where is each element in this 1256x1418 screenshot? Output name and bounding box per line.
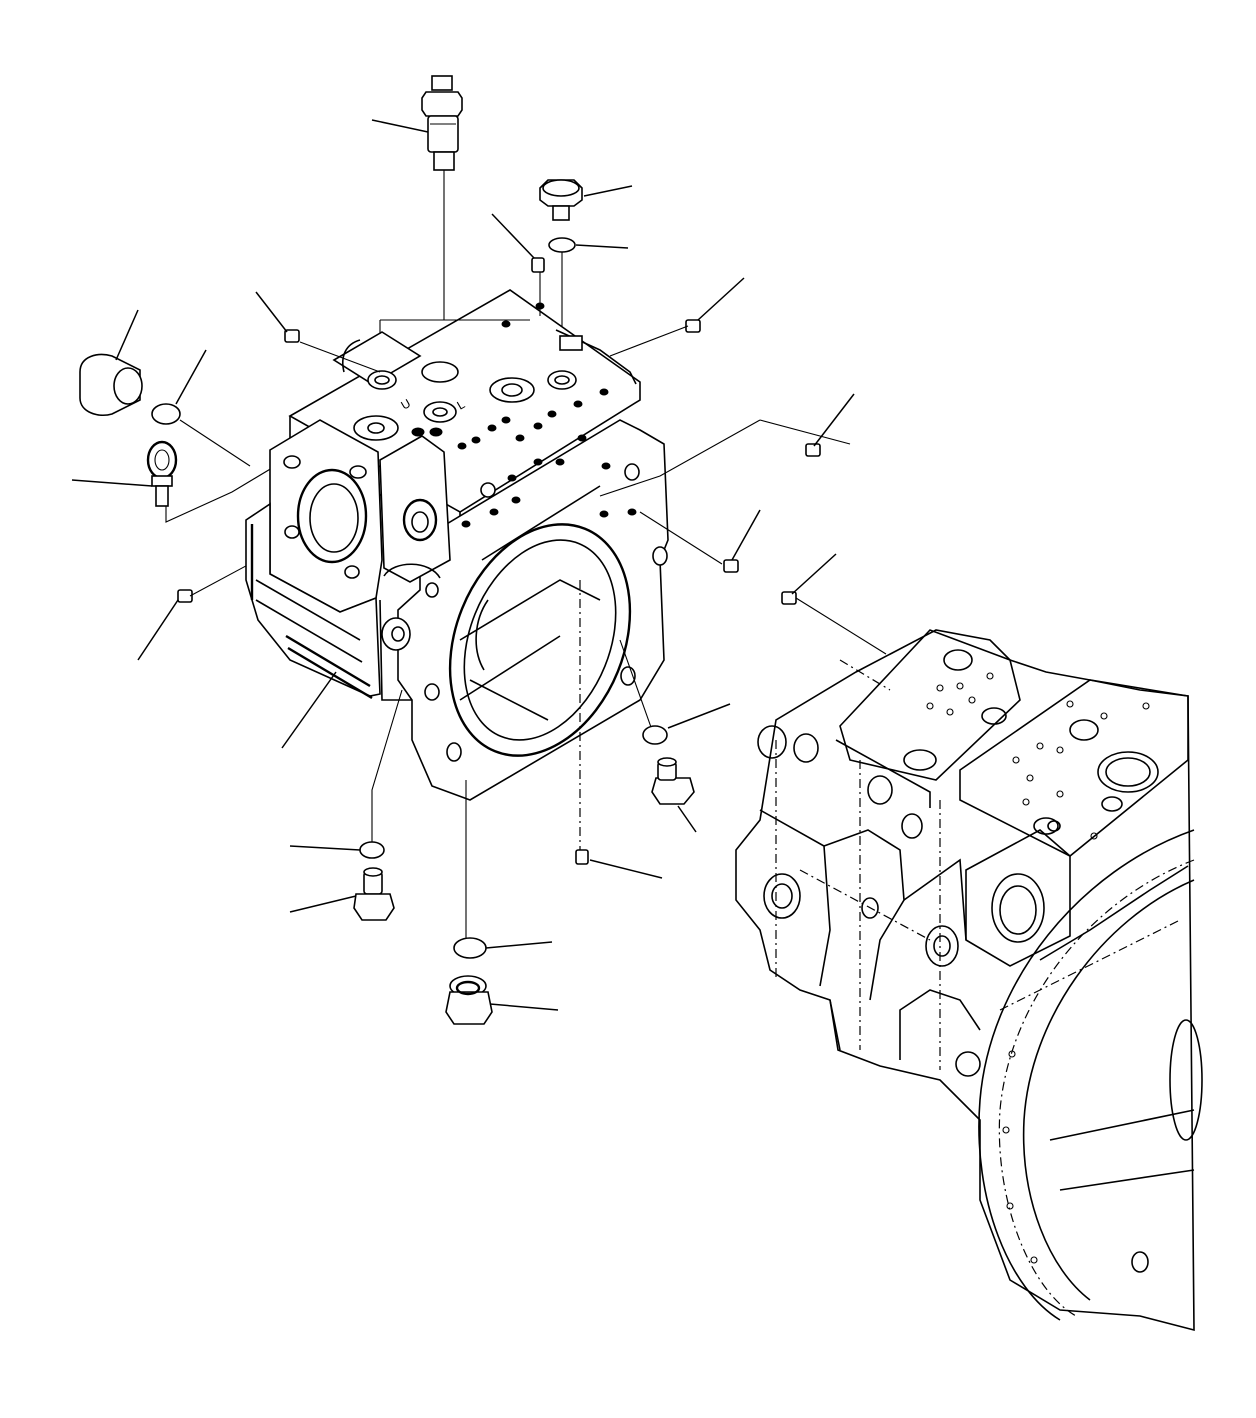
pressure-sensor — [421, 75, 463, 176]
o-ring-bottom — [453, 937, 487, 959]
pump-case: U L — [245, 289, 669, 801]
plug-bottom-center — [445, 975, 493, 1025]
pump-assembly-reference — [735, 597, 1203, 1332]
flange-bolt-top — [539, 179, 583, 221]
o-ring-left — [151, 403, 181, 425]
plug-bottom — [651, 757, 695, 805]
o-ring-bottom-left — [359, 841, 385, 859]
leader-pressure-sensor — [371, 119, 429, 133]
eye-bolt — [146, 440, 178, 507]
bolt-bottom-left — [353, 867, 395, 921]
o-ring-top — [548, 237, 576, 253]
plug-large — [79, 353, 143, 416]
o-ring-right — [642, 725, 668, 745]
set-screw — [177, 257, 821, 865]
